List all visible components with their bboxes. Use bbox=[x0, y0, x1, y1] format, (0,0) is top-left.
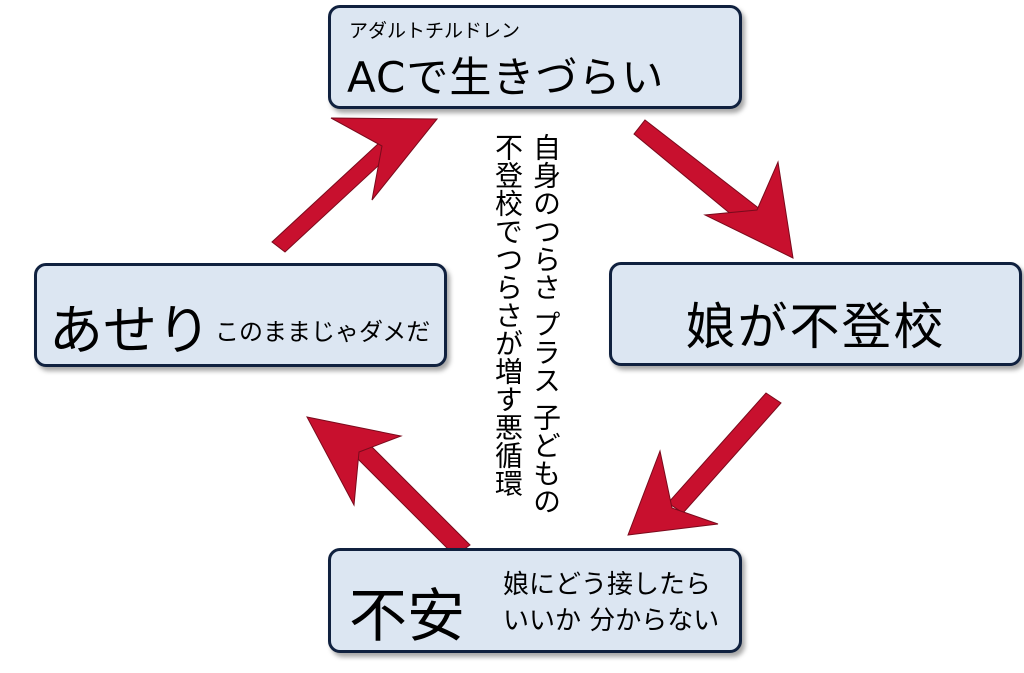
node-bottom-subtext: 娘にどう接したら いいか 分からない bbox=[503, 567, 719, 639]
center-line-2: 不登校でつらさが増す悪循環 bbox=[491, 133, 524, 497]
node-right-title: 娘が不登校 bbox=[685, 298, 946, 356]
node-bottom-sub-line2: いいか 分からない bbox=[503, 606, 720, 636]
node-daughter-truancy: 娘が不登校 bbox=[609, 262, 1022, 366]
node-bottom-sub-line1: 娘にどう接したら bbox=[503, 570, 712, 600]
center-line-1: 自身のつらさ プラス 子どもの bbox=[529, 133, 562, 515]
arrow-bottom-to-left-head bbox=[306, 416, 403, 507]
node-impatience: あせり このままじゃダメだ bbox=[34, 263, 447, 367]
node-bottom-title: 不安 bbox=[349, 582, 466, 650]
node-anxiety: 不安 娘にどう接したら いいか 分からない bbox=[328, 548, 742, 653]
arrow-left-to-top-head bbox=[330, 117, 439, 201]
node-left-title: あせり bbox=[49, 299, 211, 362]
arrow-right-to-bottom bbox=[667, 392, 782, 514]
node-top-caption: アダルトチルドレン bbox=[349, 20, 521, 42]
node-top-title: ACで生きづらい bbox=[347, 53, 665, 102]
center-vertical-caption: 自身のつらさ プラス 子どもの 不登校でつらさが増す悪循環 bbox=[488, 133, 564, 523]
arrow-right-to-bottom-head bbox=[627, 449, 719, 536]
arrow-bottom-to-left bbox=[353, 443, 471, 557]
node-ac-difficulty: アダルトチルドレン ACで生きづらい bbox=[328, 5, 742, 109]
node-left-subtext: このままじゃダメだ bbox=[215, 318, 431, 346]
arrow-top-to-right-head bbox=[703, 160, 794, 259]
